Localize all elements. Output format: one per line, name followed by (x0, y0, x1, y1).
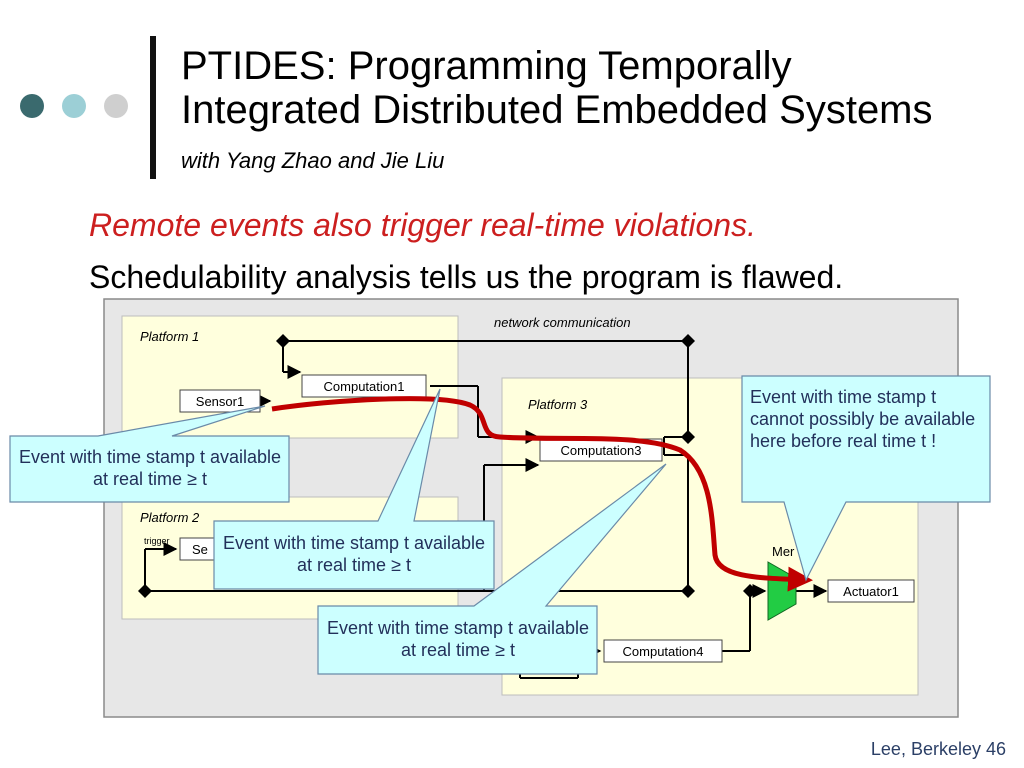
callout-left-text: Event with time stamp t available at rea… (18, 447, 282, 489)
callout-right-text: Event with time stamp t cannot possibly … (750, 387, 976, 451)
event-path-red (271, 396, 813, 592)
computation1-label: Computation1 (324, 379, 405, 394)
platform-1-label: Platform 1 (140, 329, 199, 344)
computation4-label: Computation4 (623, 644, 704, 659)
sensor2-label: Se (192, 542, 208, 557)
dot-teal (62, 94, 86, 118)
bullet-black: Schedulability analysis tells us the pro… (89, 259, 844, 295)
computation3-label: Computation3 (561, 443, 642, 458)
network-label: network communication (494, 315, 631, 330)
dot-gray (104, 94, 128, 118)
slide-title: PTIDES: Programming Temporally Integrate… (181, 44, 933, 132)
title-line-1: PTIDES: Programming Temporally (181, 44, 792, 88)
actor-actuator1[interactable]: Actuator1 (827, 579, 915, 603)
bullet-red: Remote events also trigger real-time vio… (89, 207, 756, 243)
decorative-dots (20, 94, 128, 118)
actor-computation1[interactable]: Computation1 (301, 374, 427, 398)
platform-3-label: Platform 3 (528, 397, 588, 412)
actuator1-label: Actuator1 (843, 584, 899, 599)
dot-dark (20, 94, 44, 118)
callout-left-bubble (9, 405, 290, 503)
actor-computation4[interactable]: Computation4 (603, 639, 723, 663)
footer-credit: Lee, Berkeley 46 (870, 739, 1006, 759)
title-divider (150, 36, 156, 179)
callout-bottom-bubble (317, 463, 667, 675)
callout-middle-text: Event with time stamp t available at rea… (222, 533, 486, 575)
sensor1-label: Sensor1 (196, 394, 244, 409)
callout-bottom-text: Event with time stamp t available at rea… (326, 618, 590, 660)
slide-subtitle: with Yang Zhao and Jie Liu (181, 148, 445, 173)
callout-middle-bubble (213, 388, 495, 590)
network-wires (144, 340, 828, 679)
platform-2-label: Platform 2 (140, 510, 200, 525)
callout-right-bubble (741, 375, 991, 582)
actor-sensor2[interactable]: Se (179, 537, 217, 561)
title-line-2: Integrated Distributed Embedded Systems (181, 88, 933, 132)
merge-label: Mer (772, 544, 795, 559)
actor-sensor1[interactable]: Sensor1 (179, 389, 261, 413)
actor-computation3[interactable]: Computation3 (539, 438, 663, 462)
trigger-label: trigger (144, 536, 170, 546)
